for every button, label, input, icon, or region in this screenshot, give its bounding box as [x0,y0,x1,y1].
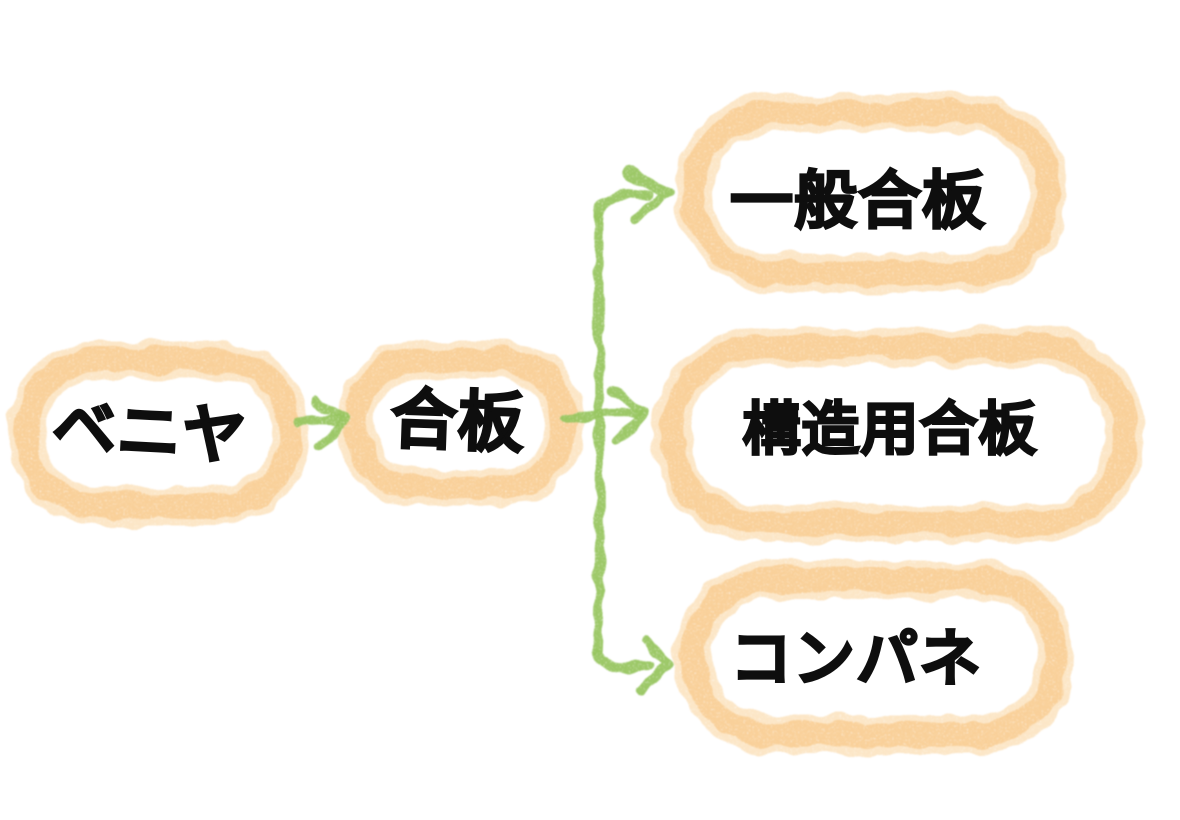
branch-trunk [592,213,605,655]
node-ring-gohan [336,341,584,507]
arrow-beniya-to-gohan [295,396,349,449]
node-label-beniya: ベニヤ [49,390,250,476]
arrowhead-to-konpane [636,635,674,696]
node-ring-ippan-gohan [674,94,1068,292]
node-ring-beniya [6,341,310,525]
arrowhead-to-ippan-gohan [623,167,671,225]
node-label-gohan: 合板 [388,380,527,464]
arrow-gohan-branches [561,167,674,696]
branch-middle [561,408,645,422]
node-ring-kozoyo-gohan [652,328,1144,542]
node-label-kozoyo-gohan: 構造用合板 [741,394,1038,464]
branch-bottom-hook [592,645,655,672]
arrowhead-to-kozoyo-gohan [607,386,651,445]
node-label-ippan-gohan: 一般合板 [729,163,986,238]
branch-top-hook [595,188,653,225]
node-ring-konpane [674,561,1076,753]
node-label-konpane: コンパネ [729,621,983,696]
